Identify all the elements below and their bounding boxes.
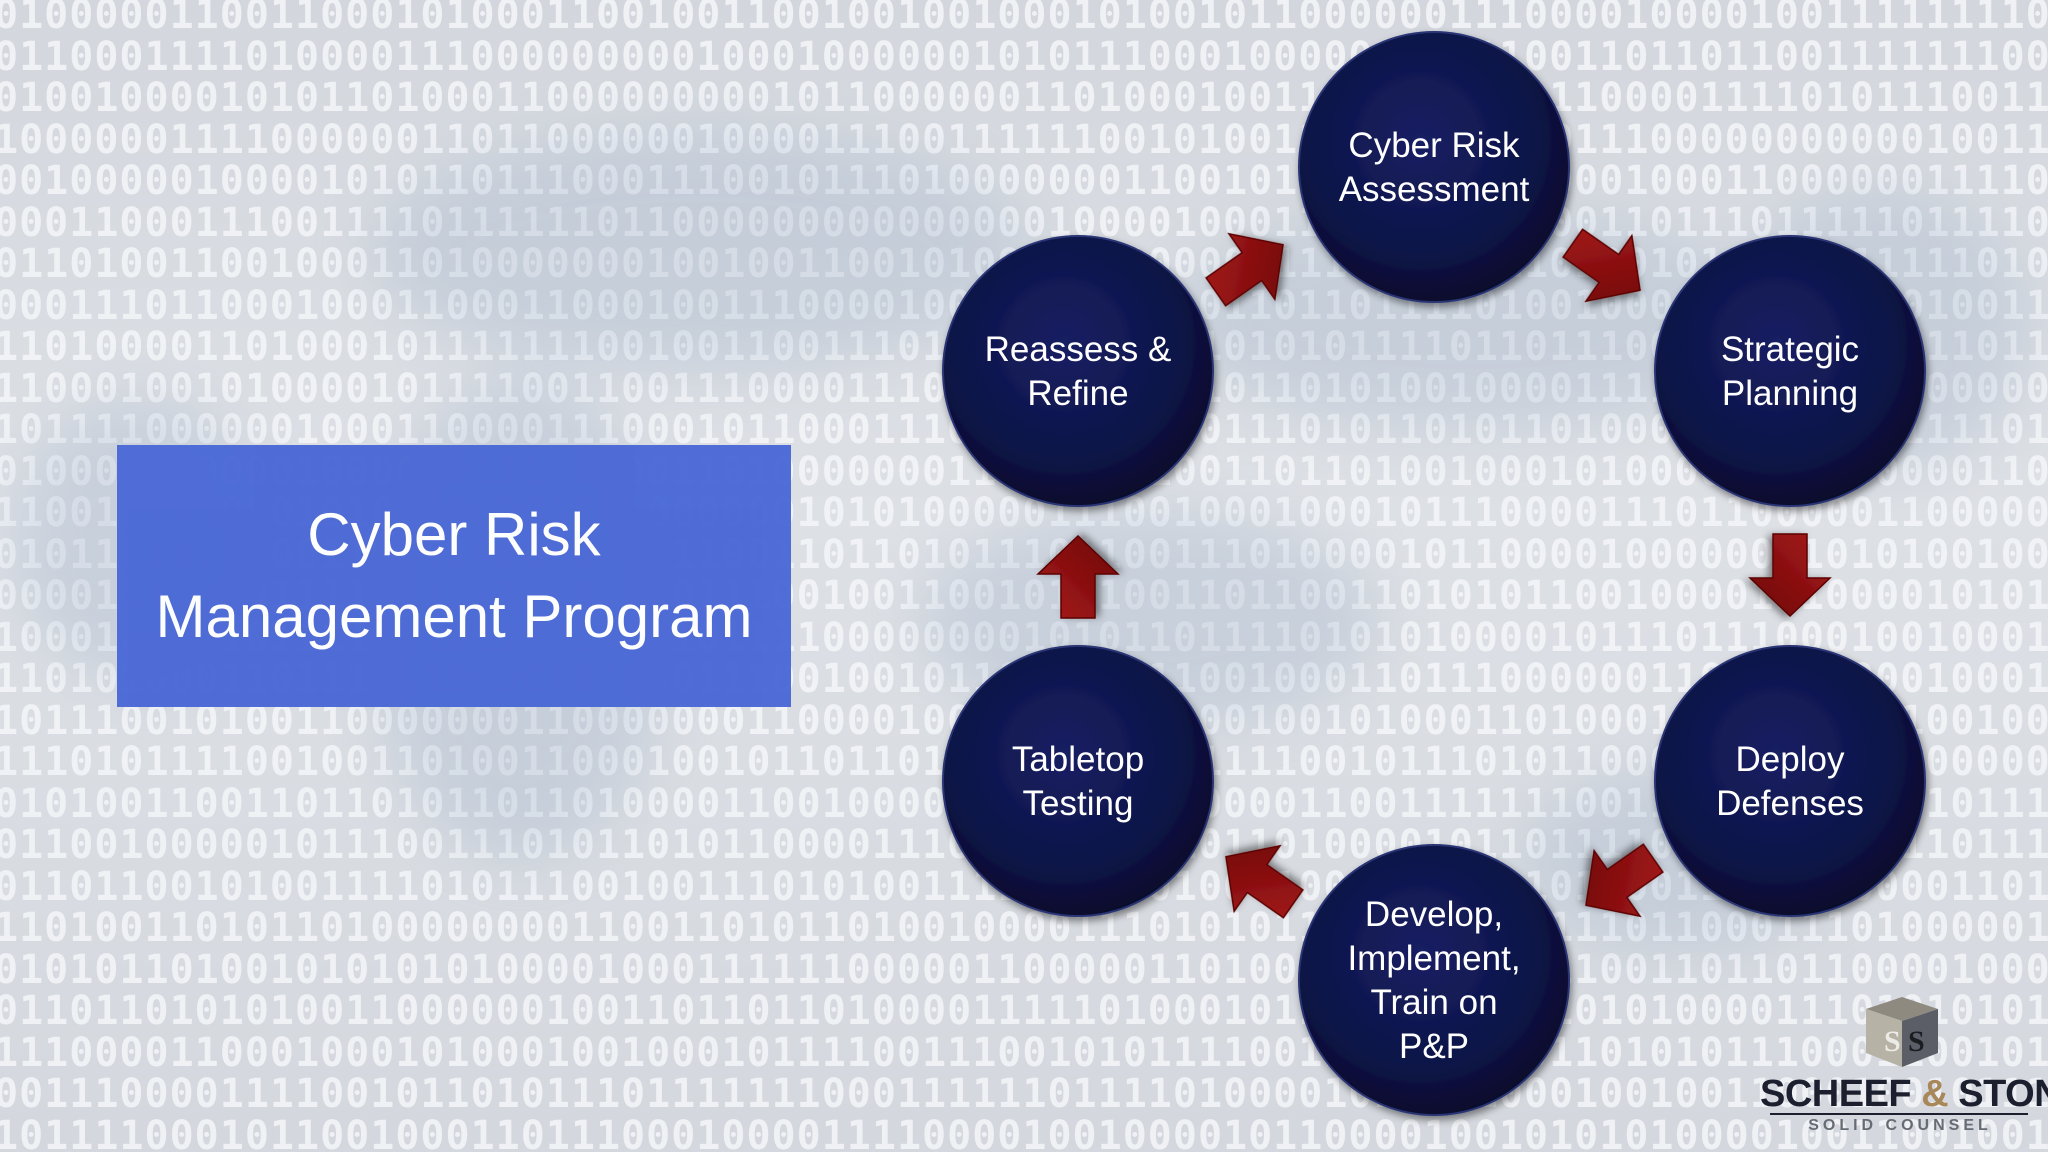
cycle-node-label: Planning xyxy=(1722,374,1858,413)
cycle-node-label: Train on xyxy=(1370,983,1497,1022)
scheef-stone-logo: S S SCHEEF & STONE SOLID COUNSEL xyxy=(1760,995,2048,1145)
title-box: Cyber Risk Management Program xyxy=(117,445,791,707)
logo-name: SCHEEF & STONE xyxy=(1760,1073,2048,1116)
binary-row: 1110000110001000101000100100010111100111… xyxy=(0,1029,2048,1076)
cycle-node-label: Defenses xyxy=(1716,784,1864,823)
cycle-node-label: Refine xyxy=(1027,374,1128,413)
cycle-arrow xyxy=(1036,534,1120,619)
logo-divider xyxy=(1770,1113,2028,1115)
title-line-2: Management Program xyxy=(155,583,753,650)
cube-logo-icon: S S xyxy=(1866,997,1938,1067)
cycle-node-circle xyxy=(1298,844,1570,1116)
cycle-node-label: Reassess & xyxy=(985,330,1172,369)
cycle-node-label: Tabletop xyxy=(1012,740,1144,779)
cycle-node-label: Develop, xyxy=(1365,895,1503,934)
cycle-node-circle xyxy=(1654,235,1926,507)
logo-name-part2: STONE xyxy=(1958,1073,2048,1115)
binary-row: 1011110001011001000110111000100001111000… xyxy=(0,1112,2048,1152)
binary-row: 0011100001111001011010111011111110001111… xyxy=(0,1071,2048,1117)
cycle-node-label: Deploy xyxy=(1736,740,1845,779)
cycle-arrow xyxy=(1205,232,1284,307)
logo-name-part1: SCHEEF xyxy=(1760,1073,1912,1115)
cycle-arrow xyxy=(1585,843,1664,918)
cycle-node-label: Implement, xyxy=(1347,939,1520,978)
cycle-node-circle xyxy=(942,235,1214,507)
cube-monogram-right: S xyxy=(1908,1025,1925,1058)
logo-ampersand: & xyxy=(1921,1073,1949,1115)
binary-row: 0110001111010000111000000000100010000001… xyxy=(0,33,2048,80)
binary-row: 0110110101010011000000100110110110100001… xyxy=(0,988,2048,1034)
binary-row: 0100000110011000101000110010011001001001… xyxy=(0,0,2048,38)
cycle-node-label: Assessment xyxy=(1339,170,1530,209)
cycle-node-label: Cyber Risk xyxy=(1348,126,1520,165)
cycle-node-reassess: Reassess & Refine xyxy=(942,235,1214,507)
cycle-arrow xyxy=(1562,228,1641,303)
binary-row: 0100100001010110100011000000000101100000… xyxy=(0,75,2048,121)
binary-row: 0101011010010101010100001000111111000001… xyxy=(0,946,2048,993)
cycle-node-develop: Develop, Implement, Train on P&P xyxy=(1298,844,1570,1116)
cycle-node-label: P&P xyxy=(1399,1027,1469,1066)
cycle-arrow xyxy=(1225,844,1304,919)
logo-tagline: SOLID COUNSEL xyxy=(1808,1117,1992,1134)
cycle-node-circle xyxy=(942,645,1214,917)
cycle-node-label: Testing xyxy=(1023,784,1134,823)
cycle-node-circle xyxy=(1654,645,1926,917)
cycle-arrow xyxy=(1748,533,1832,618)
cycle-node-circle xyxy=(1298,31,1570,303)
cube-monogram-left: S xyxy=(1884,1025,1901,1058)
cycle-node-label: Strategic xyxy=(1721,330,1859,369)
title-line-1: Cyber Risk xyxy=(307,501,601,568)
